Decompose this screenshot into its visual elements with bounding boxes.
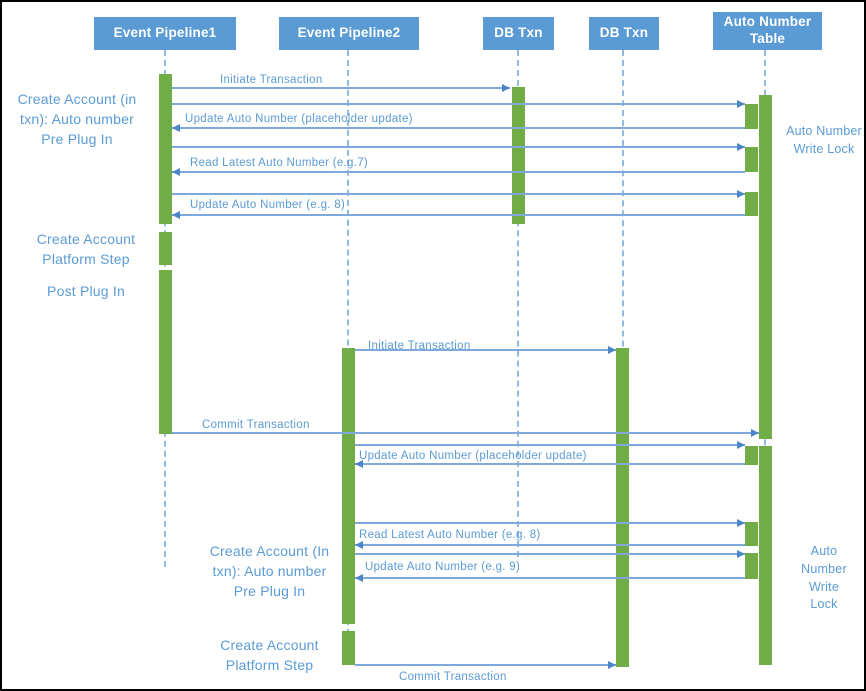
- activation-auto-number-table-lock: [745, 553, 758, 579]
- activation-auto-number-table-lock: [745, 522, 758, 546]
- message-label-9: Initiate Transaction: [368, 340, 471, 352]
- activation-db-txn-2: [616, 348, 629, 667]
- message-line-12: [355, 522, 745, 524]
- message-label-3: Update Auto Number (placeholder update): [185, 113, 413, 125]
- message-line-8: [172, 432, 759, 434]
- message-arrowhead-left-icon: [172, 123, 180, 132]
- message-label-11: Update Auto Number (placeholder update): [359, 450, 587, 462]
- message-line-3: [172, 127, 745, 129]
- message-line-1: [172, 87, 510, 89]
- lifeline-db-txn-1: [517, 50, 519, 557]
- actor-event-pipeline-1: Event Pipeline1: [94, 17, 236, 50]
- activation-db-txn-1: [512, 87, 525, 224]
- message-label-7: Update Auto Number (e.g. 8): [190, 199, 346, 211]
- activation-event-pipeline-1: [159, 232, 172, 265]
- message-label-1: Initiate Transaction: [220, 74, 323, 86]
- message-line-10: [355, 444, 745, 446]
- message-arrowhead-left-icon: [172, 210, 180, 219]
- annotation-auto-number-write-lock-1: Auto Number Write Lock: [786, 124, 862, 156]
- activation-auto-number-table-lock: [745, 446, 758, 465]
- activation-auto-number-table: [759, 446, 772, 665]
- message-line-15: [355, 577, 745, 579]
- message-arrowhead-right-icon: [737, 549, 745, 558]
- annotation-platform-step-1: Create Account Platform Step: [36, 231, 136, 267]
- message-line-13: [355, 544, 745, 546]
- message-arrowhead-right-icon: [737, 189, 745, 198]
- activation-event-pipeline-1: [159, 74, 172, 224]
- message-arrowhead-right-icon: [751, 428, 759, 437]
- message-arrowhead-left-icon: [355, 459, 363, 468]
- message-line-5: [172, 171, 745, 173]
- message-arrowhead-right-icon: [502, 83, 510, 92]
- message-arrowhead-right-icon: [737, 440, 745, 449]
- message-arrowhead-left-icon: [355, 540, 363, 549]
- message-label-16: Commit Transaction: [399, 671, 507, 683]
- activation-auto-number-table-lock: [745, 147, 758, 172]
- activation-auto-number-table-lock: [745, 192, 758, 216]
- message-line-4: [172, 146, 745, 148]
- activation-auto-number-table: [759, 95, 772, 439]
- activation-auto-number-table-lock: [745, 104, 758, 129]
- message-line-7: [172, 214, 745, 216]
- message-line-6: [172, 193, 745, 195]
- actor-auto-number-table: Auto Number Table: [713, 12, 822, 50]
- message-arrowhead-right-icon: [737, 518, 745, 527]
- message-label-15: Update Auto Number (e.g. 9): [365, 561, 521, 573]
- actor-db-txn-1: DB Txn: [483, 17, 554, 50]
- message-arrowhead-left-icon: [172, 167, 180, 176]
- message-line-14: [355, 553, 745, 555]
- actor-event-pipeline-2: Event Pipeline2: [279, 17, 419, 50]
- message-arrowhead-left-icon: [355, 573, 363, 582]
- message-arrowhead-right-icon: [737, 99, 745, 108]
- annotation-platform-step-2: Create Account Platform Step: [220, 637, 319, 673]
- message-arrowhead-right-icon: [737, 142, 745, 151]
- message-line-16: [355, 664, 616, 666]
- annotation-pre-plug-in-1: Create Account (in txn): Auto number Pre…: [17, 91, 137, 147]
- annotation-pre-plug-in-2: Create Account (In txn): Auto number Pre…: [209, 543, 330, 599]
- activation-event-pipeline-1: [159, 270, 172, 434]
- message-arrowhead-right-icon: [608, 660, 616, 669]
- annotation-auto-number-write-lock-2: Auto Number Write Lock: [801, 544, 847, 612]
- activation-event-pipeline-2: [342, 348, 355, 624]
- message-arrowhead-right-icon: [608, 345, 616, 354]
- message-line-2: [172, 103, 745, 105]
- message-label-8: Commit Transaction: [202, 419, 310, 431]
- message-line-11: [355, 463, 745, 465]
- message-label-13: Read Latest Auto Number (e.g. 8): [359, 529, 541, 541]
- message-line-9: [355, 349, 616, 351]
- actor-db-txn-2: DB Txn: [589, 17, 659, 50]
- message-label-5: Read Latest Auto Number (e.g.7): [190, 157, 369, 169]
- activation-event-pipeline-2: [342, 631, 355, 665]
- annotation-post-plug-in: Post Plug In: [47, 283, 125, 299]
